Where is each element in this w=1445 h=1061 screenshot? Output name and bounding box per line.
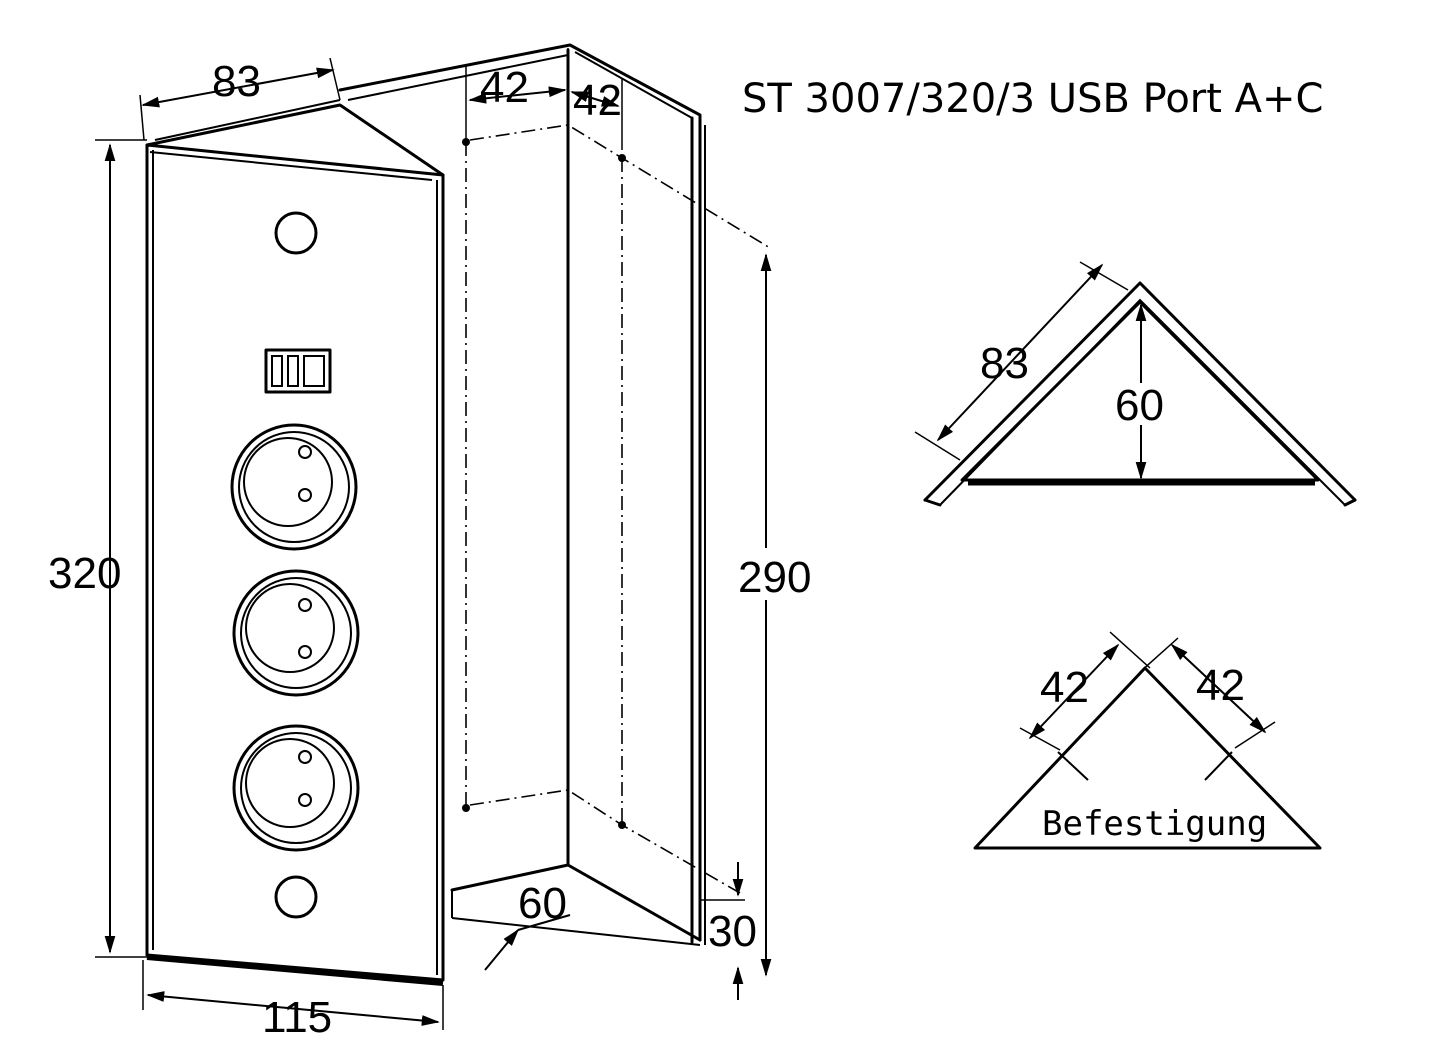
mount-caption: Befestigung	[1042, 804, 1267, 844]
socket-1-icon	[230, 423, 358, 551]
back-housing	[338, 43, 771, 946]
mounting-view: 42 42 Befestigung	[973, 631, 1322, 850]
mount-hole-icon	[462, 138, 470, 146]
dim-offset: 30	[700, 862, 757, 1000]
drawing-title: ST 3007/320/3 USB Port A+C	[742, 76, 1323, 122]
dim-mount-spacing: 290	[738, 253, 818, 977]
mount-right-label: 42	[1196, 661, 1245, 710]
dim-depth-label: 60	[518, 879, 567, 928]
mount-left-label: 42	[1040, 663, 1089, 712]
dim-side-1-label: 42	[480, 63, 529, 112]
screw-bottom-icon	[274, 875, 318, 919]
usb-port-icon	[264, 348, 332, 394]
front-panel	[145, 99, 445, 986]
dim-width-bottom: 115	[142, 960, 444, 1042]
dim-height: 320	[48, 139, 147, 958]
socket-2-icon	[232, 569, 360, 697]
section-view: 83 60	[914, 261, 1357, 507]
dim-offset-label: 30	[708, 907, 757, 956]
mount-hole-icon	[462, 804, 470, 812]
mount-hole-icon	[618, 154, 626, 162]
section-depth-label: 60	[1115, 381, 1164, 430]
section-side-label: 83	[980, 339, 1029, 388]
main-isometric-view: 83 42 42 320 290	[48, 43, 818, 1042]
dim-side-top: 42 42	[465, 48, 623, 150]
dim-width-bottom-label: 115	[262, 993, 332, 1042]
dim-width-top: 83	[139, 57, 341, 141]
dim-mount-spacing-label: 290	[738, 553, 811, 602]
dim-height-label: 320	[48, 549, 121, 598]
dim-depth: 60	[484, 879, 571, 971]
dim-side-2-label: 42	[573, 76, 622, 125]
socket-3-icon	[232, 724, 360, 852]
mount-hole-icon	[618, 821, 626, 829]
screw-top-icon	[274, 211, 318, 255]
dim-width-top-label: 83	[212, 57, 261, 106]
